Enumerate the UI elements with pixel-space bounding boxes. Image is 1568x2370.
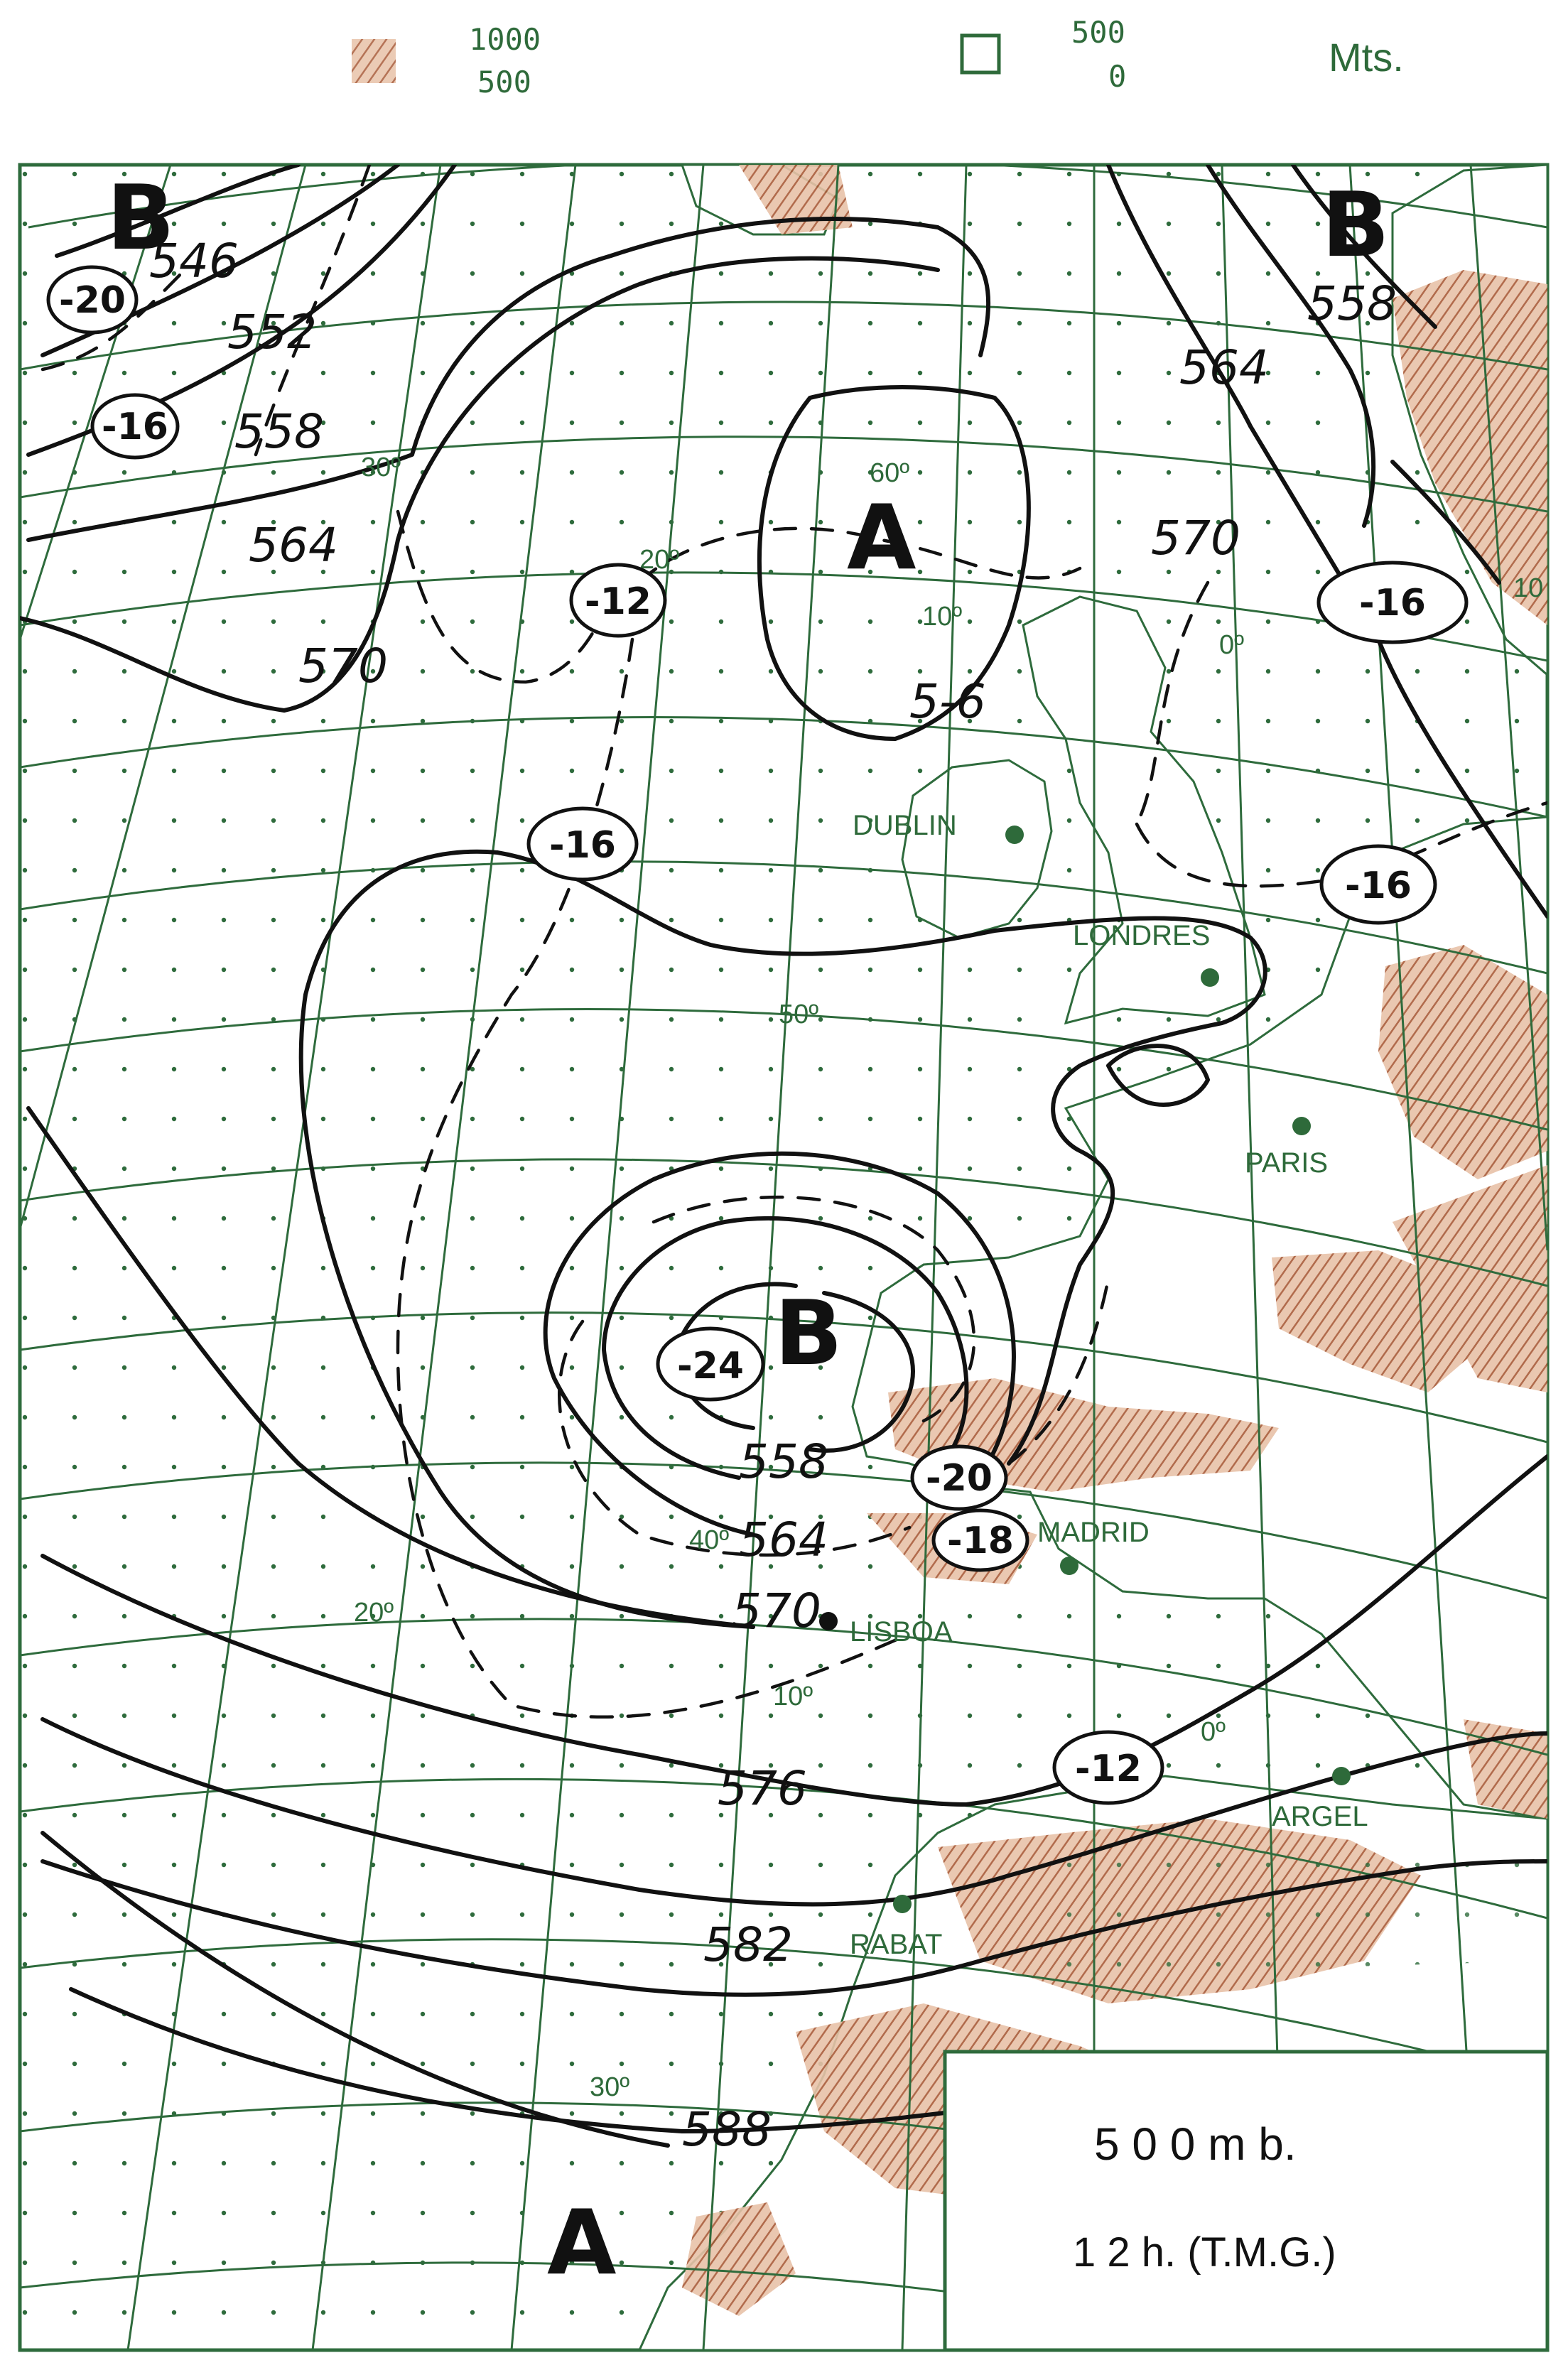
lon-label-10: 10º (922, 602, 962, 632)
temp-label-24: -24 (677, 1345, 744, 1387)
legend-high-top: 1000 (469, 22, 541, 57)
height-label-582: 582 (703, 1917, 793, 1972)
city-label-lisboa: LISBOA (850, 1616, 953, 1647)
height-label-5-6: 5-6 (909, 674, 986, 729)
legend-low-bottom: 0 (1108, 59, 1126, 94)
legend-high-bottom: 500 (477, 65, 531, 99)
high-center-north: A (847, 485, 917, 590)
city-label-madrid: MADRID (1037, 1517, 1150, 1548)
height-label-564-ne: 564 (1179, 340, 1269, 395)
temp-badge: -20 (46, 265, 139, 335)
city-label-rabat: RABAT (850, 1929, 942, 1960)
temp-label-12-north: -12 (585, 580, 651, 623)
temp-badge: -16 (1319, 844, 1437, 925)
city-label-argel: ARGEL (1272, 1801, 1368, 1832)
legend-low-top: 500 (1071, 15, 1125, 50)
temp-badge: -24 (656, 1326, 765, 1402)
legend: 1000 500 500 0 Mts. (352, 15, 1404, 99)
lon-label-10e: 10 (1513, 573, 1543, 603)
temperature-labels: -20 -16 -12 -16 -16 -16 (46, 265, 1469, 1805)
city-marker-lisboa (819, 1612, 838, 1630)
height-label-576: 576 (718, 1761, 807, 1816)
low-center-northwest: B (107, 166, 175, 270)
low-center-northeast: B (1321, 173, 1390, 277)
info-box-level: 5 0 0 m b. (1094, 2119, 1297, 2170)
temp-label-16-east: -16 (1359, 582, 1426, 624)
lon-label-0-south: 0º (1201, 1717, 1226, 1747)
low-center-iberia: B (774, 1281, 843, 1385)
temp-label-12-south: -12 (1075, 1748, 1142, 1790)
cities: DUBLIN LONDRES PARIS MADRID LISBOA ARGEL… (819, 810, 1368, 1960)
height-labels: 546 552 558 564 570 558 564 570 5-6 558 … (149, 234, 1397, 2157)
city-marker-rabat (893, 1895, 912, 1913)
city-marker-argel (1332, 1767, 1351, 1785)
height-label-546: 546 (149, 234, 239, 288)
temp-label-nw-16: -16 (102, 406, 168, 448)
city-marker-londres (1201, 968, 1219, 987)
city-marker-dublin (1005, 826, 1024, 844)
height-label-558-nw: 558 (234, 404, 324, 459)
city-marker-madrid (1060, 1557, 1078, 1575)
legend-unit: Mts. (1329, 35, 1404, 80)
height-label-558-low: 558 (739, 1434, 828, 1489)
city-marker-paris (1292, 1117, 1311, 1135)
map-area: 5 0 0 m b. 1 2 h. (T.M.G.) DUBLIN LONDRE… (18, 163, 1550, 2352)
temp-badge: -12 (569, 563, 667, 638)
lat-label-50: 50º (779, 1000, 818, 1029)
lon-label-0: 0º (1219, 630, 1244, 660)
temp-label-20-iberia: -20 (926, 1457, 993, 1500)
city-label-dublin: DUBLIN (853, 810, 957, 841)
legend-swatch-high (352, 39, 396, 83)
city-label-londres: LONDRES (1073, 920, 1210, 951)
height-label-570-low: 570 (732, 1584, 821, 1638)
height-label-552: 552 (227, 305, 317, 359)
temp-badge: -20 (910, 1444, 1008, 1511)
temp-label-nw-20: -20 (59, 279, 126, 322)
lat-label-60: 60º (870, 458, 909, 488)
lon-label-10-south: 10º (773, 1682, 813, 1711)
lon-label-30: 30º (361, 453, 401, 482)
lat-label-30: 30º (590, 2072, 629, 2102)
temp-badge: -16 (526, 806, 639, 882)
temp-badge: -18 (931, 1508, 1029, 1572)
city-label-paris: PARIS (1245, 1147, 1328, 1179)
temp-label-16-mid: -16 (549, 824, 616, 867)
height-label-588: 588 (682, 2102, 772, 2157)
temp-label-18: -18 (947, 1520, 1014, 1562)
temp-label-16-channel: -16 (1345, 865, 1412, 907)
height-label-570-nw: 570 (298, 639, 388, 693)
ireland (901, 759, 1053, 939)
temp-badge: -16 (1316, 561, 1469, 644)
pressure-centers: B B A B A (107, 166, 1390, 2295)
temp-badge: -16 (90, 393, 180, 460)
height-label-564-low: 564 (739, 1513, 828, 1567)
height-label-564-nw: 564 (249, 518, 338, 573)
info-box-time: 1 2 h. (T.M.G.) (1073, 2229, 1336, 2276)
legend-swatch-low (960, 33, 1001, 75)
lat-label-40: 40º (689, 1525, 729, 1555)
height-label-570-ne: 570 (1151, 511, 1240, 566)
height-label-558-ne: 558 (1307, 276, 1397, 331)
high-center-south: A (547, 2190, 617, 2295)
isotherms (40, 165, 1547, 1719)
temp-badge: -12 (1052, 1730, 1164, 1805)
info-box: 5 0 0 m b. 1 2 h. (T.M.G.) (943, 2050, 1547, 2350)
lon-label-20-south: 20º (354, 1598, 394, 1628)
